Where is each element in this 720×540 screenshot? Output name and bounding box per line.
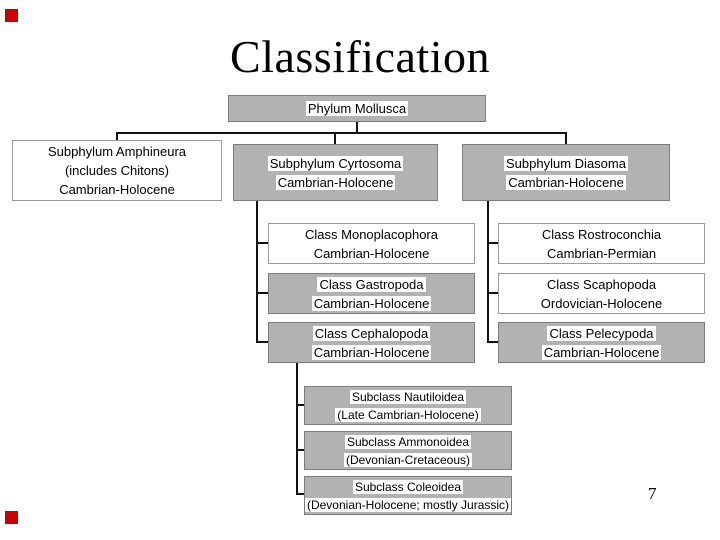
- node-subclass-coleoidea: Subclass Coleoidea (Devonian-Holocene; m…: [304, 476, 512, 515]
- node-line-text: Cambrian-Holocene: [506, 174, 626, 190]
- node-line-text: Subphylum Diasoma: [504, 155, 628, 171]
- connector-to-rostroconchia: [487, 242, 498, 244]
- node-line-text: Subphylum Amphineura: [47, 144, 187, 159]
- connector-to-cephalopoda: [256, 341, 268, 343]
- connector-to-nautiloidea: [296, 404, 304, 406]
- node-line-text: Class Scaphopoda: [546, 276, 657, 292]
- slide-title: Classification: [230, 31, 490, 82]
- red-square-marker-top: [5, 9, 18, 22]
- node-class-monoplacophora: Class Monoplacophora Cambrian-Holocene: [268, 223, 475, 264]
- node-subclass-ammonoidea: Subclass Ammonoidea (Devonian-Cretaceous…: [304, 431, 512, 470]
- node-line-text: (includes Chitons): [64, 163, 170, 178]
- connector-to-pelecypoda: [487, 341, 498, 343]
- node-line: Ordovician-Holocene: [541, 294, 662, 313]
- node-line-text: Cambrian-Holocene: [541, 344, 662, 360]
- node-subphylum-cyrtosoma: Subphylum Cyrtosoma Cambrian-Holocene: [233, 144, 438, 201]
- node-line: Cambrian-Holocene: [311, 343, 432, 362]
- node-line: Class Rostroconchia: [542, 225, 661, 244]
- node-line: Subclass Ammonoidea: [344, 433, 472, 451]
- node-line: Cambrian-Holocene: [541, 343, 662, 362]
- connector-to-amphineura: [116, 132, 118, 141]
- connector-to-coleoidea: [296, 493, 304, 495]
- node-line-text: Cambrian-Holocene: [59, 182, 175, 197]
- node-class-scaphopoda: Class Scaphopoda Ordovician-Holocene: [498, 273, 705, 314]
- node-line: Class Gastropoda: [317, 275, 426, 294]
- node-line: Cambrian-Permian: [547, 244, 656, 263]
- node-line: Subphylum Amphineura: [48, 142, 186, 161]
- connector-diasoma-down: [487, 201, 489, 343]
- node-line-text: Class Gastropoda: [317, 276, 426, 292]
- node-line-text: Phylum Mollusca: [305, 101, 409, 116]
- node-subphylum-diasoma: Subphylum Diasoma Cambrian-Holocene: [462, 144, 670, 201]
- node-line: Subclass Coleoidea: [352, 478, 464, 496]
- node-line-text: Subclass Ammonoidea: [344, 434, 472, 449]
- node-subphylum-amphineura: Subphylum Amphineura (includes Chitons) …: [12, 140, 222, 201]
- node-line: Cambrian-Holocene: [275, 173, 396, 192]
- node-line: Class Cephalopoda: [312, 324, 431, 343]
- node-line-text: (Devonian-Holocene; mostly Jurassic): [304, 497, 512, 512]
- node-line-text: Class Cephalopoda: [312, 325, 431, 341]
- node-line-text: Cambrian-Holocene: [275, 174, 396, 190]
- node-line: Subclass Nautiloidea: [349, 388, 467, 406]
- node-line: Subphylum Diasoma: [504, 154, 628, 173]
- node-line: Subphylum Cyrtosoma: [267, 154, 404, 173]
- node-line: Cambrian-Holocene: [311, 294, 432, 313]
- connector-subphyla-horizontal: [116, 132, 567, 134]
- node-class-rostroconchia: Class Rostroconchia Cambrian-Permian: [498, 223, 705, 264]
- node-line: Class Pelecypoda: [547, 324, 656, 343]
- node-phylum-mollusca: Phylum Mollusca: [228, 95, 486, 122]
- node-line: Cambrian-Holocene: [506, 173, 626, 192]
- node-line-text: Subphylum Cyrtosoma: [267, 155, 404, 171]
- node-line: Class Monoplacophora: [305, 225, 438, 244]
- node-line-text: Subclass Nautiloidea: [349, 389, 467, 404]
- node-class-cephalopoda: Class Cephalopoda Cambrian-Holocene: [268, 322, 475, 363]
- connector-to-scaphopoda: [487, 292, 498, 294]
- connector-cyrtosoma-down: [256, 201, 258, 343]
- node-line-text: (Devonian-Cretaceous): [343, 452, 473, 467]
- node-subclass-nautiloidea: Subclass Nautiloidea (Late Cambrian-Holo…: [304, 386, 512, 425]
- node-class-gastropoda: Class Gastropoda Cambrian-Holocene: [268, 273, 475, 314]
- node-line: Phylum Mollusca: [305, 99, 409, 118]
- node-line-text: Cambrian-Holocene: [311, 344, 432, 360]
- node-line-text: Cambrian-Holocene: [313, 245, 430, 261]
- node-line-text: Class Rostroconchia: [541, 226, 662, 242]
- node-line-text: Subclass Coleoidea: [352, 479, 464, 494]
- node-line: Cambrian-Holocene: [314, 244, 430, 263]
- node-line-text: (Late Cambrian-Holocene): [335, 407, 481, 422]
- node-line: (Devonian-Holocene; mostly Jurassic): [304, 496, 512, 514]
- node-line-text: Class Pelecypoda: [547, 325, 656, 341]
- node-line-text: Class Monoplacophora: [305, 226, 438, 242]
- node-class-pelecypoda: Class Pelecypoda Cambrian-Holocene: [498, 322, 705, 363]
- connector-to-cyrtosoma: [334, 132, 336, 145]
- connector-to-ammonoidea: [296, 449, 304, 451]
- node-line: (Late Cambrian-Holocene): [335, 406, 481, 424]
- connector-to-gastropoda: [256, 292, 268, 294]
- node-line: Cambrian-Holocene: [59, 180, 175, 199]
- node-line-text: Cambrian-Holocene: [311, 295, 432, 311]
- connector-to-diasoma: [565, 132, 567, 145]
- node-line: (Devonian-Cretaceous): [343, 451, 473, 469]
- connector-to-monoplacophora: [256, 242, 268, 244]
- node-line-text: Cambrian-Permian: [546, 245, 657, 261]
- page-number: 7: [648, 484, 657, 503]
- node-line: (includes Chitons): [65, 161, 169, 180]
- connector-phylum-down: [356, 122, 358, 133]
- node-line-text: Ordovician-Holocene: [540, 295, 663, 311]
- node-line: Class Scaphopoda: [547, 275, 656, 294]
- connector-cephalopoda-down: [296, 363, 298, 495]
- red-square-marker-bottom: [5, 511, 18, 524]
